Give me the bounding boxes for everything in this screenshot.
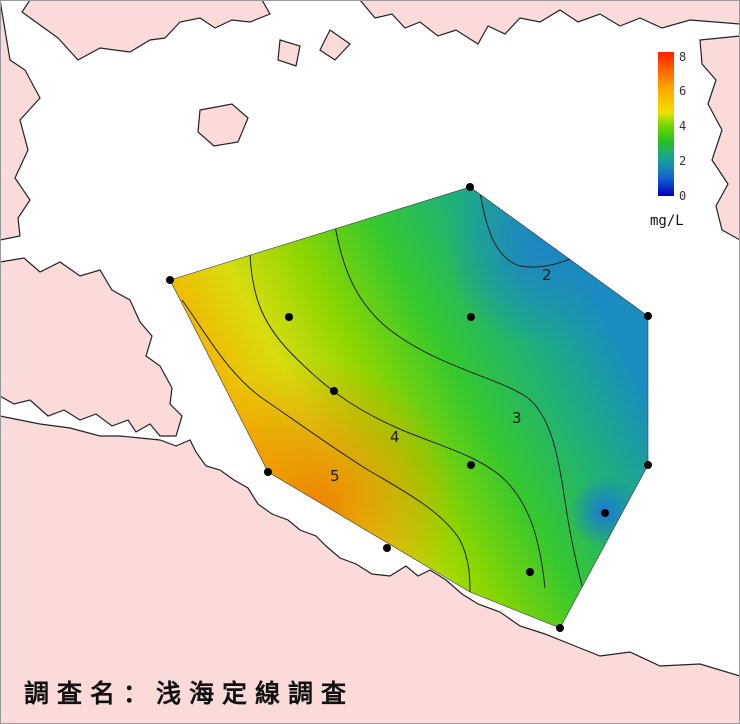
legend-color-bar	[658, 52, 674, 196]
contour-label-5: 5	[330, 467, 340, 485]
contour-line-2	[479, 191, 575, 268]
color-legend: 8 6 4 2 0 mg/L	[650, 50, 686, 229]
station-marker[interactable]	[264, 468, 272, 476]
contour-label-3: 3	[512, 409, 522, 427]
station-marker[interactable]	[601, 509, 609, 517]
survey-stations	[166, 183, 652, 632]
station-marker[interactable]	[644, 461, 652, 469]
station-marker[interactable]	[285, 313, 293, 321]
survey-name-caption: 調査名：浅海定線調査	[24, 674, 354, 710]
survey-name-separator: ：	[123, 679, 157, 708]
station-marker[interactable]	[467, 313, 475, 321]
legend-tick-6: 6	[679, 84, 686, 98]
station-marker[interactable]	[467, 461, 475, 469]
survey-name-value: 浅海定線調査	[156, 679, 355, 708]
station-marker[interactable]	[383, 544, 391, 552]
contour-labels: 2 3 4 5	[330, 266, 552, 485]
legend-tick-8: 8	[679, 50, 686, 64]
contour-lines	[181, 191, 591, 613]
contour-label-4: 4	[390, 428, 400, 446]
station-marker[interactable]	[526, 568, 534, 576]
station-marker[interactable]	[166, 276, 174, 284]
station-marker[interactable]	[644, 312, 652, 320]
contour-line-3	[334, 225, 591, 613]
contour-label-2: 2	[542, 266, 552, 284]
survey-boundary	[169, 186, 649, 629]
contour-line-4	[249, 253, 546, 589]
station-marker[interactable]	[466, 183, 474, 191]
legend-tick-4: 4	[679, 119, 686, 133]
survey-name-label: 調査名	[24, 679, 124, 708]
legend-tick-0: 0	[679, 189, 686, 203]
legend-unit: mg/L	[650, 213, 684, 229]
station-marker[interactable]	[330, 387, 338, 395]
legend-tick-2: 2	[679, 154, 686, 168]
contour-line-5	[181, 299, 471, 593]
station-marker[interactable]	[556, 624, 564, 632]
